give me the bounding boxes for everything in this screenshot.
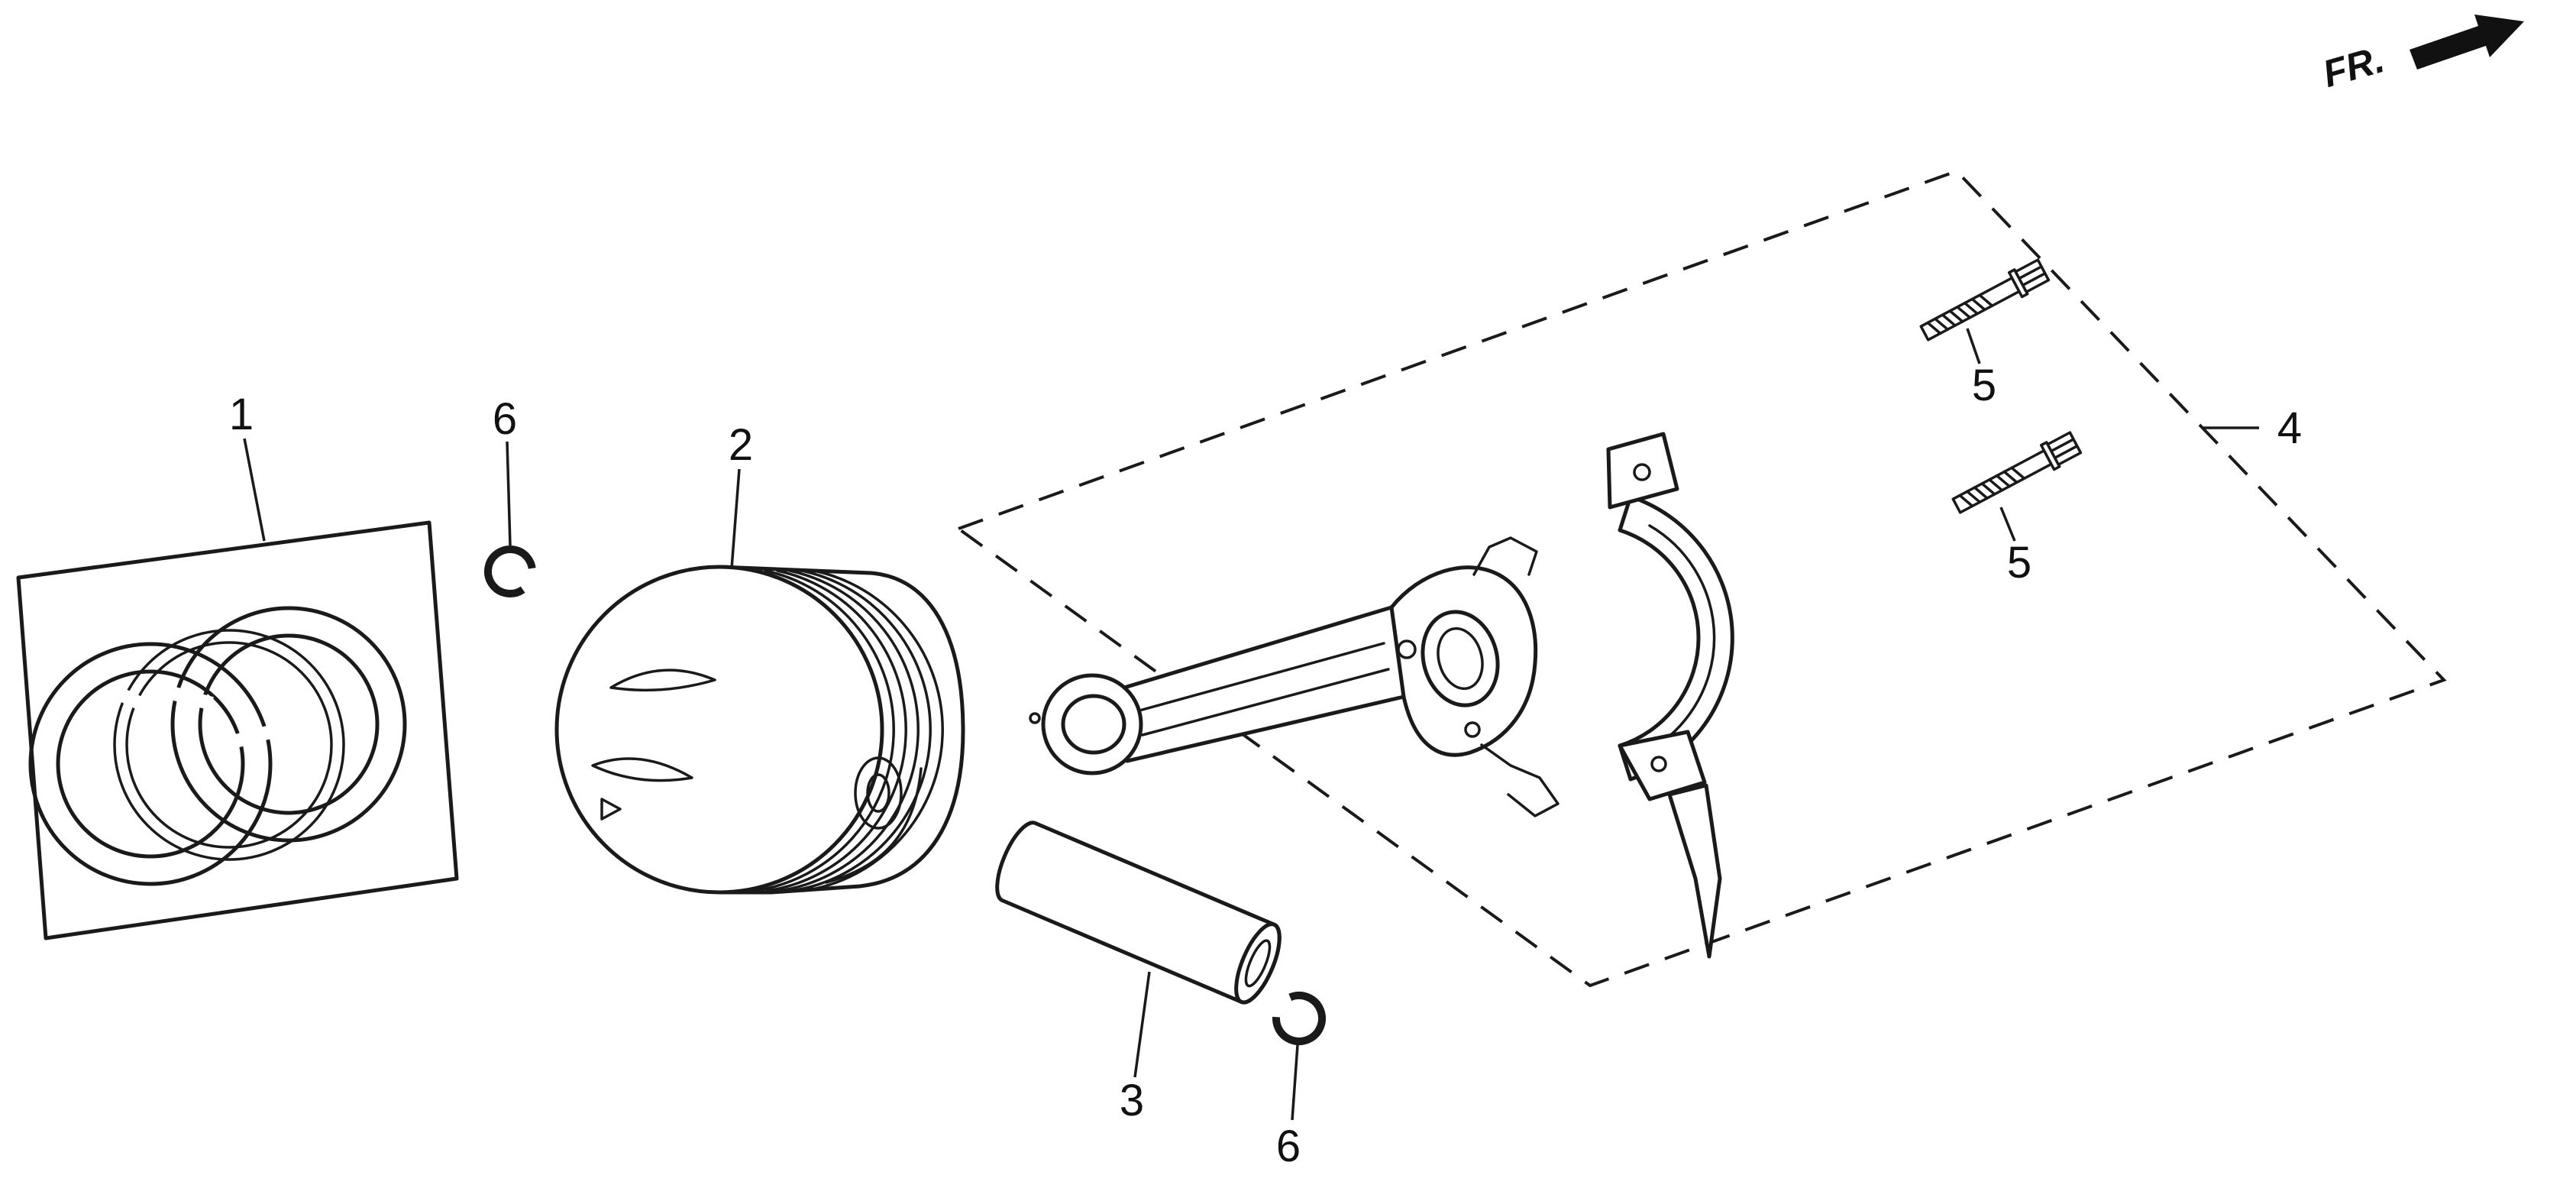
- valve-relief-lower: [591, 757, 693, 782]
- piston-pin-clip-upper: [484, 545, 536, 597]
- callout-piston-ring-set: 1: [229, 390, 254, 439]
- piston: [554, 565, 965, 895]
- callout-clip-lower: 6: [1276, 1122, 1301, 1171]
- fr-direction-arrow: [2410, 15, 2524, 70]
- assembly-boundary-box: [955, 169, 2447, 988]
- leader-lines: [243, 328, 2259, 1121]
- fr-direction-indicator: FR.: [2318, 15, 2524, 95]
- oil-ring: [113, 629, 345, 861]
- callout-connecting-rod-assembly: 4: [2277, 403, 2302, 453]
- connecting-rod-bolt-upper: [1919, 258, 2051, 342]
- piston-pin-clip-lower: [1272, 992, 1326, 1045]
- callouts: 1 2 3 4 5 5 6 6: [229, 361, 2302, 1171]
- callout-bolt-lower: 5: [2007, 538, 2031, 588]
- callout-piston: 2: [729, 420, 753, 470]
- connecting-rod: [1029, 536, 1559, 817]
- fr-label: FR.: [2318, 37, 2389, 95]
- callout-piston-pin: 3: [1120, 1076, 1144, 1125]
- compression-ring-2: [170, 606, 407, 843]
- compression-ring-1: [28, 642, 273, 886]
- oil-dipper: [1667, 783, 1722, 959]
- front-mark-triangle: [600, 798, 622, 821]
- valve-relief-upper: [609, 668, 716, 692]
- piston-pin: [995, 821, 1282, 1005]
- piston-ring-set: [16, 520, 459, 940]
- callout-bolt-upper: 5: [1972, 361, 1996, 410]
- bearing-cap: [1606, 432, 1734, 959]
- callout-clip-upper: 6: [493, 394, 517, 444]
- ring-set-box: [16, 520, 459, 940]
- connecting-rod-bolt-lower: [1951, 431, 2083, 514]
